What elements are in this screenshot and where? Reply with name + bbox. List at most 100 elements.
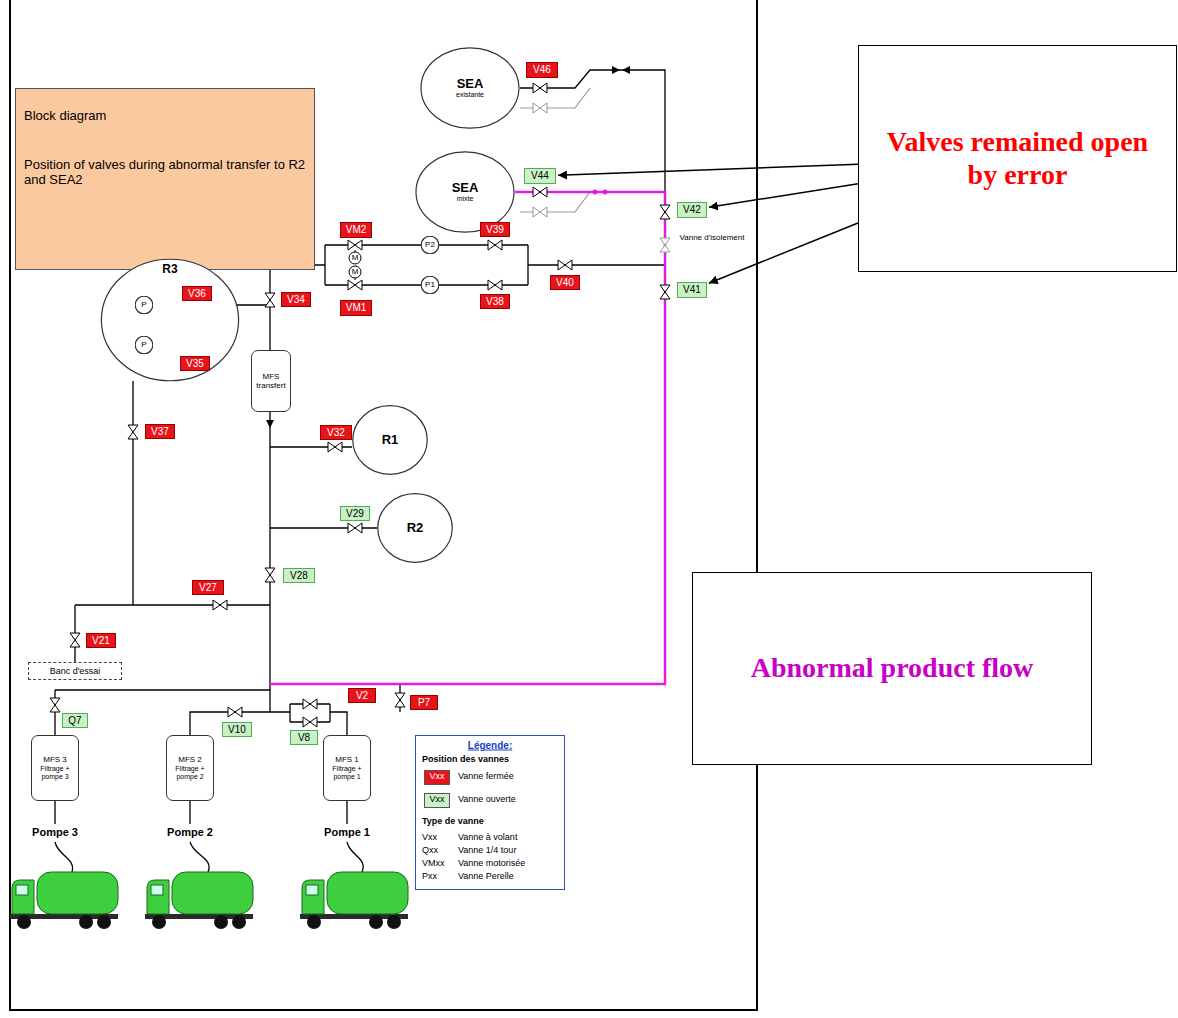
label: Pompe 1 [324,826,370,838]
node-text: SEA [452,181,479,196]
node-text: existante [456,91,484,99]
closed-valve-tag: V27 [192,580,224,595]
valve [265,293,275,307]
valve [660,285,670,299]
motor-symbol [349,266,361,278]
valve [70,633,80,647]
closed-valve-tag: V39 [480,222,510,237]
filter-box: MFS 1Filtrage + pompe 1 [323,735,371,801]
node-text: transfert [256,381,285,390]
node-text: V29 [346,508,364,520]
node-text: Filtrage + pompe 2 [169,765,211,781]
label: VMxx [422,859,445,869]
spare-pipes [520,88,590,212]
label: Vanne 1/4 tour [458,846,516,856]
closed-valve-tag: P7 [410,695,438,710]
valve [328,442,342,452]
label: Type de vanne [422,817,484,827]
node-text: V34 [287,294,305,306]
node-text: V38 [486,296,504,308]
flow-dot [603,190,608,195]
open-valve-tag: Q7 [62,713,88,728]
valve [348,240,362,250]
tank-circle: SEAmixte [415,151,515,233]
node-text: V21 [92,635,110,647]
filter-box: MFS 2Filtrage + pompe 2 [166,735,214,801]
node-text: mixte [457,195,474,203]
node-text: V27 [199,582,217,594]
label: Vanne d'isolement [680,234,745,243]
callout-arrow [558,164,858,175]
closed-valve-tag: V35 [180,356,210,371]
label: Vanne Perelle [458,872,514,882]
label: Position des vannes [422,755,509,765]
frame [10,0,757,1010]
node-text: V10 [228,724,246,736]
valve [265,568,275,582]
open-valve-tag: V10 [222,722,252,737]
node-text: V8 [298,732,310,744]
label: Vxx [429,772,444,782]
node-text: V41 [683,284,701,296]
valve [50,698,60,712]
valve [533,103,547,113]
closed-valve-tag: V46 [526,62,558,78]
circle-outline [421,236,439,254]
pump-circle: P1 [421,276,439,294]
test-bench-box: Banc d'essai [28,662,122,680]
valve [533,207,547,217]
node-text: P1 [425,280,435,289]
valve [348,280,362,290]
node-text: V28 [290,570,308,582]
node-text: V46 [533,64,551,76]
flow-dot [593,190,598,195]
circle-outline [135,336,153,354]
valve [660,238,670,252]
node-text: V37 [151,426,169,438]
pipe [520,88,590,212]
node-text: SEA [457,77,484,92]
circle-outline [421,276,439,294]
tank-circle: R1 [352,405,428,475]
closed-valve-tag: VM1 [340,300,372,316]
node-text: Abnormal product flow [751,652,1034,684]
valve [213,600,227,610]
node-text: Banc d'essai [50,666,101,676]
node-text: R1 [382,433,399,448]
closed-valve-tag: V21 [86,633,116,648]
open-valve-tag: V8 [290,730,318,745]
closed-valve-tag: V40 [550,275,580,290]
open-valve-tag: V41 [677,282,707,298]
label: M [352,254,359,263]
node-text: P7 [418,697,430,709]
flow-arrow [612,66,630,74]
open-valve-tag: V28 [283,568,315,583]
filter-box: MFS 3Filtrage + pompe 3 [31,735,79,801]
tank-circle: SEAexistante [420,47,520,129]
valve [488,280,502,290]
circle-outline [421,48,519,128]
node-text: R2 [407,521,424,536]
node-text: Position of valves during abnormal trans… [24,158,306,188]
flow-note-box: Abnormal product flow [692,572,1092,765]
motor-symbol [349,252,361,264]
node-text: Block diagram [24,109,106,124]
note-box: Block diagramPosition of valves during a… [15,88,315,270]
circle-outline [135,296,153,314]
pipe [270,245,665,690]
closed-valve-tag: V2 [348,688,376,703]
node-text: Filtrage + pompe 1 [326,765,368,781]
label: Vxx [429,795,444,805]
abnormal-flow-pipe [270,192,665,684]
node-text: MFS 1 [335,755,359,764]
node-text: V36 [188,288,206,300]
closed-valve-tag: V36 [182,286,212,301]
node-text: MFS 2 [178,755,202,764]
label: Vanne motorisée [458,859,525,869]
node-text: V42 [683,204,701,216]
valve [303,717,317,727]
hose [55,842,363,872]
valve [395,693,405,707]
valve [488,240,502,250]
